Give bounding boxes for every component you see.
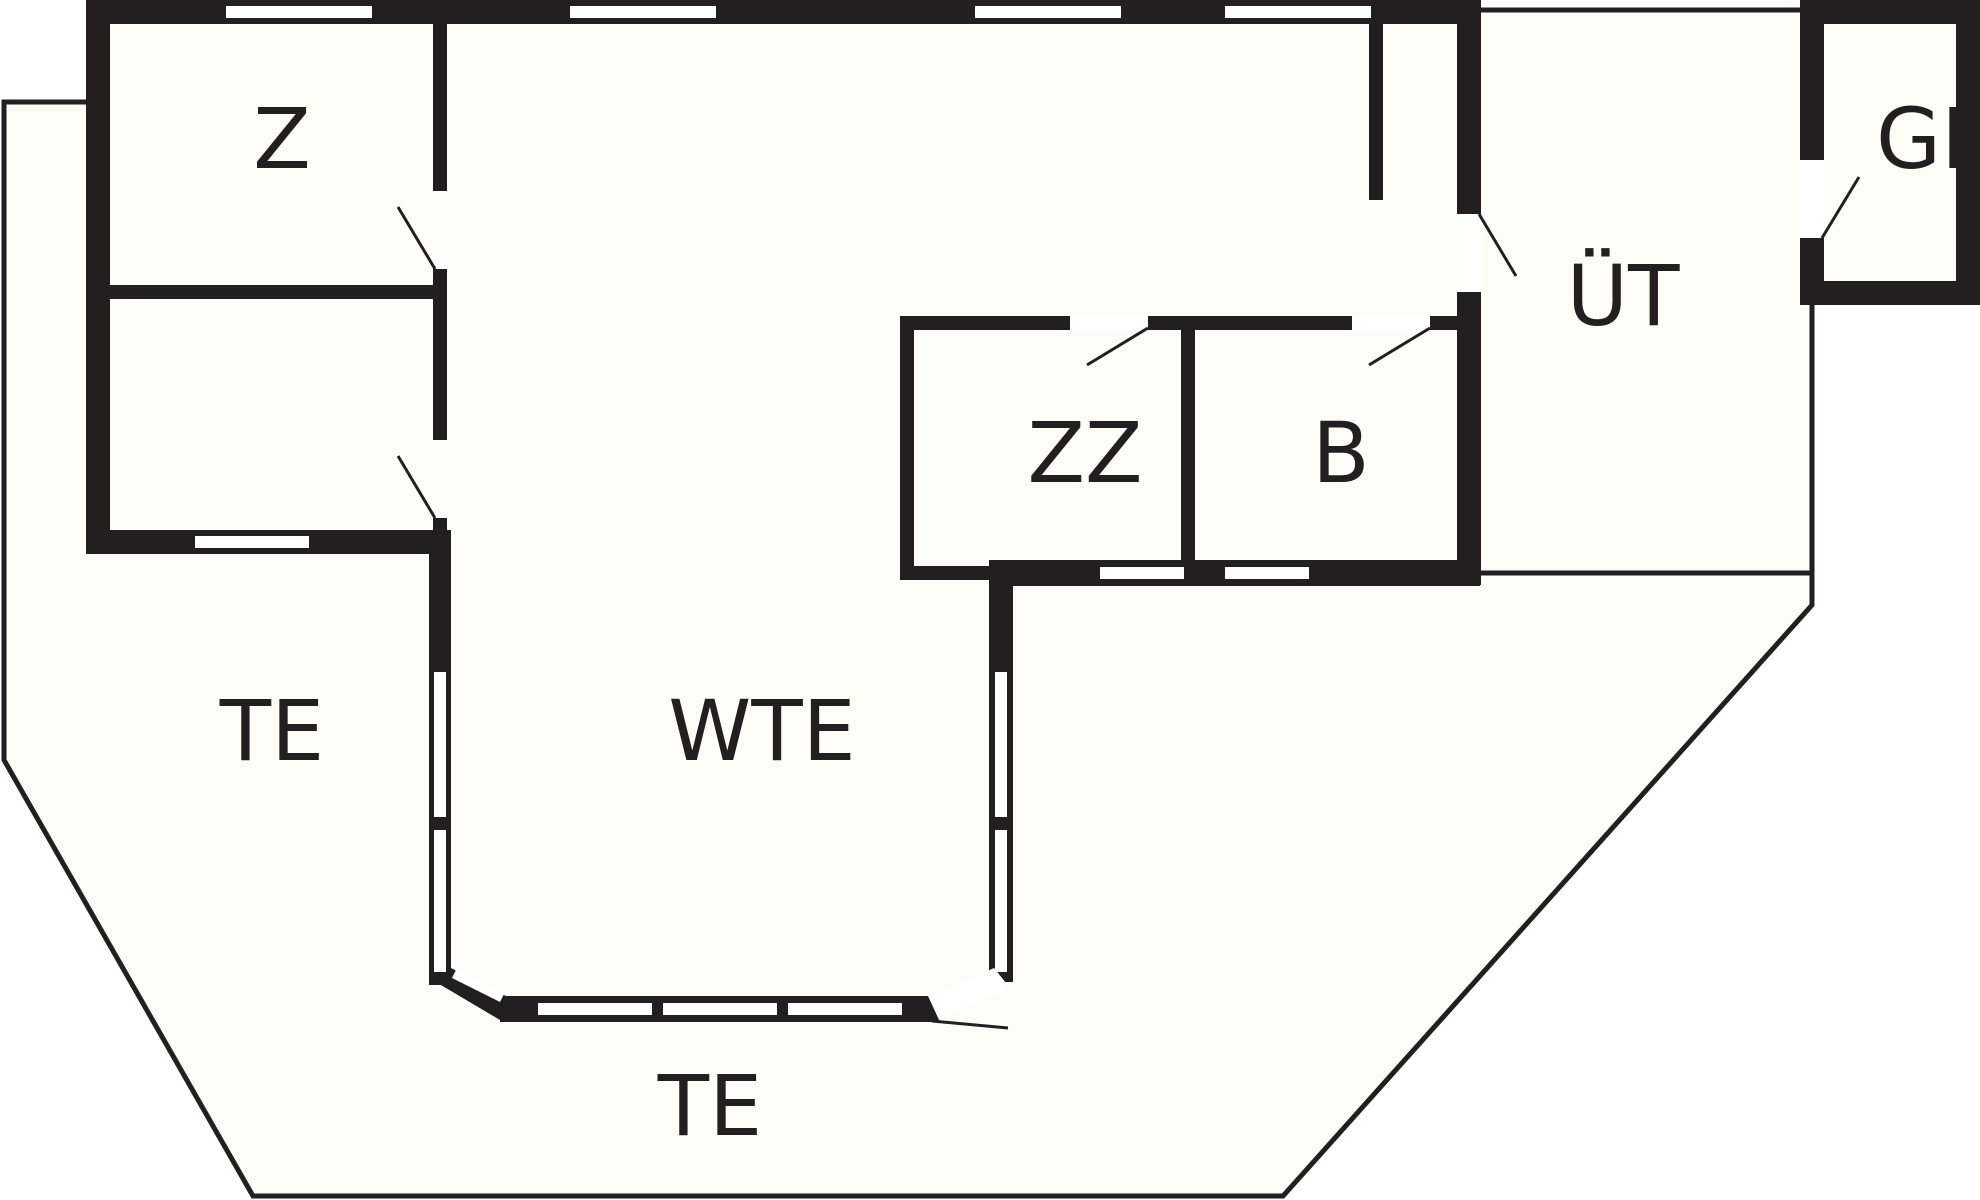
- door-leaf-zz: [1086, 326, 1149, 367]
- door-gap-z-upper: [433, 191, 447, 269]
- door-leaf-wte-corner: [931, 1019, 1009, 1030]
- wall-zz-b-divider: [1181, 316, 1195, 566]
- window-wte-diag: [452, 970, 504, 1002]
- wall-ge-bottom: [1800, 281, 1980, 305]
- window-top-4: [1225, 6, 1371, 18]
- terrace-floor: [4, 102, 1812, 1196]
- window-wte-left-2: [434, 830, 446, 972]
- window-z-bottom: [195, 536, 309, 548]
- door-gap-ut: [1457, 214, 1481, 292]
- window-wte-bottom-3: [788, 1003, 902, 1015]
- label-b: B: [1312, 404, 1370, 502]
- label-zz: ZZ: [1027, 404, 1142, 502]
- house-floor: [86, 0, 1812, 1018]
- window-wte-bottom-1: [538, 1003, 652, 1015]
- window-b-bottom: [1225, 567, 1309, 579]
- label-wte: WTE: [668, 682, 855, 780]
- door-gap-b: [1352, 316, 1430, 330]
- wall-right: [1457, 0, 1481, 585]
- door-leaf-ut: [1477, 213, 1518, 277]
- wall-ge-left: [1800, 0, 1824, 305]
- window-zz-bottom: [1100, 567, 1184, 579]
- door-gap-z-lower: [433, 440, 447, 518]
- window-top-2: [570, 6, 716, 18]
- door-gap-ge: [1800, 160, 1824, 238]
- wall-ge-top: [1800, 0, 1980, 24]
- label-ge: GE: [1876, 90, 1980, 188]
- door-gap-wte-corner: [926, 968, 1010, 1020]
- door-leaf-ge: [1820, 176, 1861, 239]
- door-leaf-z-lower: [396, 455, 437, 519]
- wall-stub: [1369, 0, 1383, 200]
- door-gap-zz: [1070, 316, 1148, 330]
- window-wte-right-2: [995, 830, 1007, 972]
- label-te-south: TE: [657, 1057, 762, 1155]
- wall-z-right: [433, 0, 447, 553]
- window-wte-right-1: [995, 672, 1007, 817]
- wall-zz-left: [900, 316, 914, 580]
- ge-floor: [1812, 12, 1972, 302]
- wall-left: [86, 0, 110, 553]
- label-ut: ÜT: [1567, 247, 1680, 345]
- label-te-west: TE: [219, 682, 324, 780]
- window-wte-bottom-2: [663, 1003, 777, 1015]
- wall-wte-diag-left: [429, 968, 506, 1020]
- terrace-outline: [1, 99, 1815, 1199]
- wall-wte-corner: [920, 996, 940, 1022]
- door-leaf-b: [1368, 326, 1431, 367]
- window-top-1: [226, 6, 372, 18]
- wall-z-divider: [86, 285, 441, 299]
- label-z: Z: [253, 90, 311, 188]
- door-leaf-z-upper: [396, 206, 437, 270]
- window-top-3: [975, 6, 1121, 18]
- wall-zz-bottom-left: [900, 566, 1000, 580]
- wall-ge-right: [1956, 0, 1980, 305]
- window-wte-left-1: [434, 672, 446, 817]
